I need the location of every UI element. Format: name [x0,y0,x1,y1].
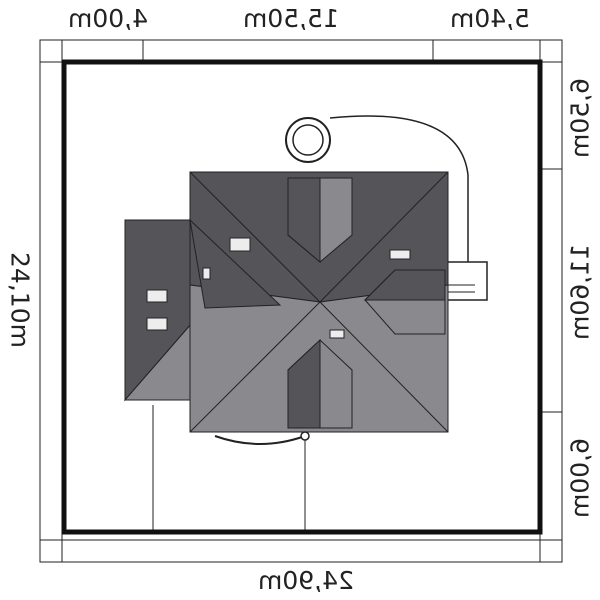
dimension-top-left: 4,00m [68,4,149,33]
side-porch [444,261,488,301]
roof-lower-gable [287,338,353,429]
dimension-right-top: 6,50m [565,77,595,159]
skylight [146,317,168,331]
skylight [202,267,211,280]
dimension-bottom: 24,90m [258,566,354,595]
skylight [146,289,168,303]
skylight [329,329,345,339]
dimension-top-middle: 15,50m [243,4,339,33]
dimension-left: 24,10m [5,252,35,348]
skylight [229,237,251,252]
roof-upper-gable [287,177,353,264]
dimension-right-middle: 11,60m [565,244,595,340]
setback-lines [152,405,306,530]
skylight [389,249,411,260]
roof-connector [189,218,282,309]
roof-right-gable [363,269,446,335]
entrance-post [300,431,310,441]
dimension-right-bottom: 6,00m [565,437,595,519]
dimension-top-right: 5,40m [450,4,531,33]
plot-boundary [61,59,543,535]
skylights [146,237,411,339]
terrace-outline [329,115,469,270]
round-bay-inner [292,124,324,156]
entrance-canopy [214,435,306,445]
